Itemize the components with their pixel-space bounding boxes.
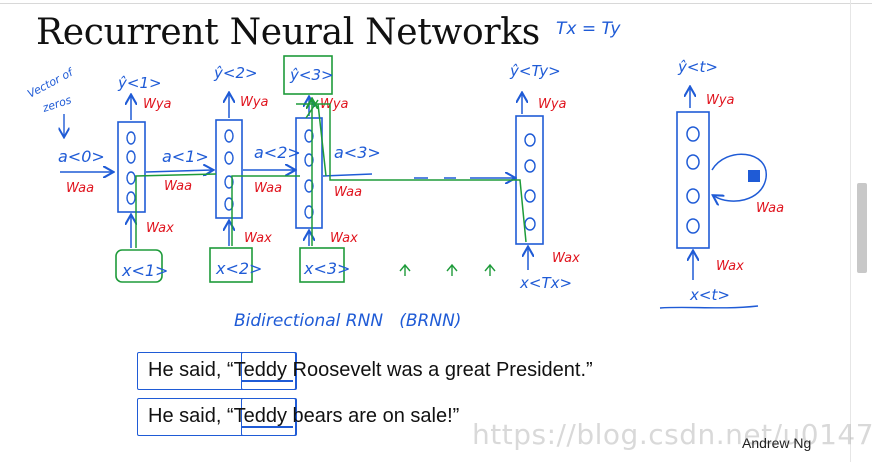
x2-box [209,247,253,283]
waa-label-0: Waa [66,181,94,196]
recurrent-delay-box [748,170,760,182]
tx-equals-ty-label: Tx = Ty [556,19,621,39]
x1-box [115,249,163,283]
y-hat-1-label: ŷ<1> [117,74,162,92]
teddy-1-frame [241,352,297,390]
wya-label-rolled: Wya [706,93,735,108]
teddy-2-frame [241,398,297,436]
waa-label-3: Waa [334,185,362,200]
a2-label: a<2> [254,143,301,162]
sentence-1-before: He said, “ [148,359,234,381]
watermark: https://blog.csdn.net/u014765410 [472,418,872,451]
y-hat-3-box [283,55,333,95]
wax-label-3: Wax [330,231,358,246]
sentence-1: He said, “Teddy Roosevelt was a great Pr… [137,352,657,390]
x3-label: x<3> [303,259,350,278]
x-t-label: x<t> [689,286,730,304]
wax-label-ty: Wax [552,251,580,266]
sentence-2: He said, “Teddy bears are on sale!” [137,398,557,436]
waa-label-rolled: Waa [756,201,784,216]
wax-label-rolled: Wax [716,259,744,274]
sentence-1-after: Roosevelt was a great President.” [286,359,593,381]
x-tx-label: x<Tx> [519,274,572,292]
x1-label: x<1> [121,261,168,280]
y-hat-t-label: ŷ<t> [677,58,718,76]
a0-label: a<0> [58,147,105,166]
y-hat-3-label: ŷ<3> [289,66,334,84]
brnn-caption: Bidirectional RNN (BRNN) [234,311,461,331]
rnn-cell-2 [215,119,243,219]
rolled-rnn-cell [676,111,710,249]
small-up-arrows [399,263,496,276]
slide-title: Recurrent Neural Networks [36,12,540,53]
rolled-cell-units [686,126,700,234]
a3-label: a<3> [334,143,381,162]
recurrent-loop [712,153,767,201]
teddy-2-underline [241,426,293,428]
cell-3-units [304,129,314,219]
sentence-2-frame [137,398,296,436]
wax-label-1: Wax [146,221,174,236]
author-name: Andrew Ng [742,435,812,451]
rolled-baseline [659,305,759,309]
x3-box [299,247,345,283]
cell-1-units [126,131,136,205]
teddy-1-underline [241,380,293,382]
rnn-cell-1 [117,121,146,213]
waa-label-2: Waa [254,181,282,196]
wya-label-ty: Wya [538,97,567,112]
wya-label-3: Wya [320,97,349,112]
sentence-2-highlight: Teddy [233,405,287,427]
a3-arrow [322,173,373,177]
green-flow-paths [135,100,527,248]
y-hat-ty-label: ŷ<Ty> [509,62,561,80]
vector-of-zeros-label-line2: zeros [40,93,73,115]
right-border [850,0,851,462]
sentence-2-before: He said, “ [148,405,234,427]
cell-ty-units [524,133,536,231]
a1-label: a<1> [162,147,209,166]
top-border [0,3,872,4]
sentence-1-highlight: Teddy [233,359,287,381]
wya-label-2: Wya [240,95,269,110]
x2-label: x<2> [215,259,262,278]
rnn-cell-3 [295,117,323,229]
scrollbar-thumb[interactable] [857,183,867,273]
waa-label-1: Waa [164,179,192,194]
wya-label-1: Wya [143,97,172,112]
a1-arrow [145,170,212,172]
cell-2-units [224,129,234,211]
wax-label-2: Wax [244,231,272,246]
sentence-2-after: bears are on sale!” [286,405,460,427]
sentence-1-frame [137,352,296,390]
y-hat-2-label: ŷ<2> [213,64,258,82]
